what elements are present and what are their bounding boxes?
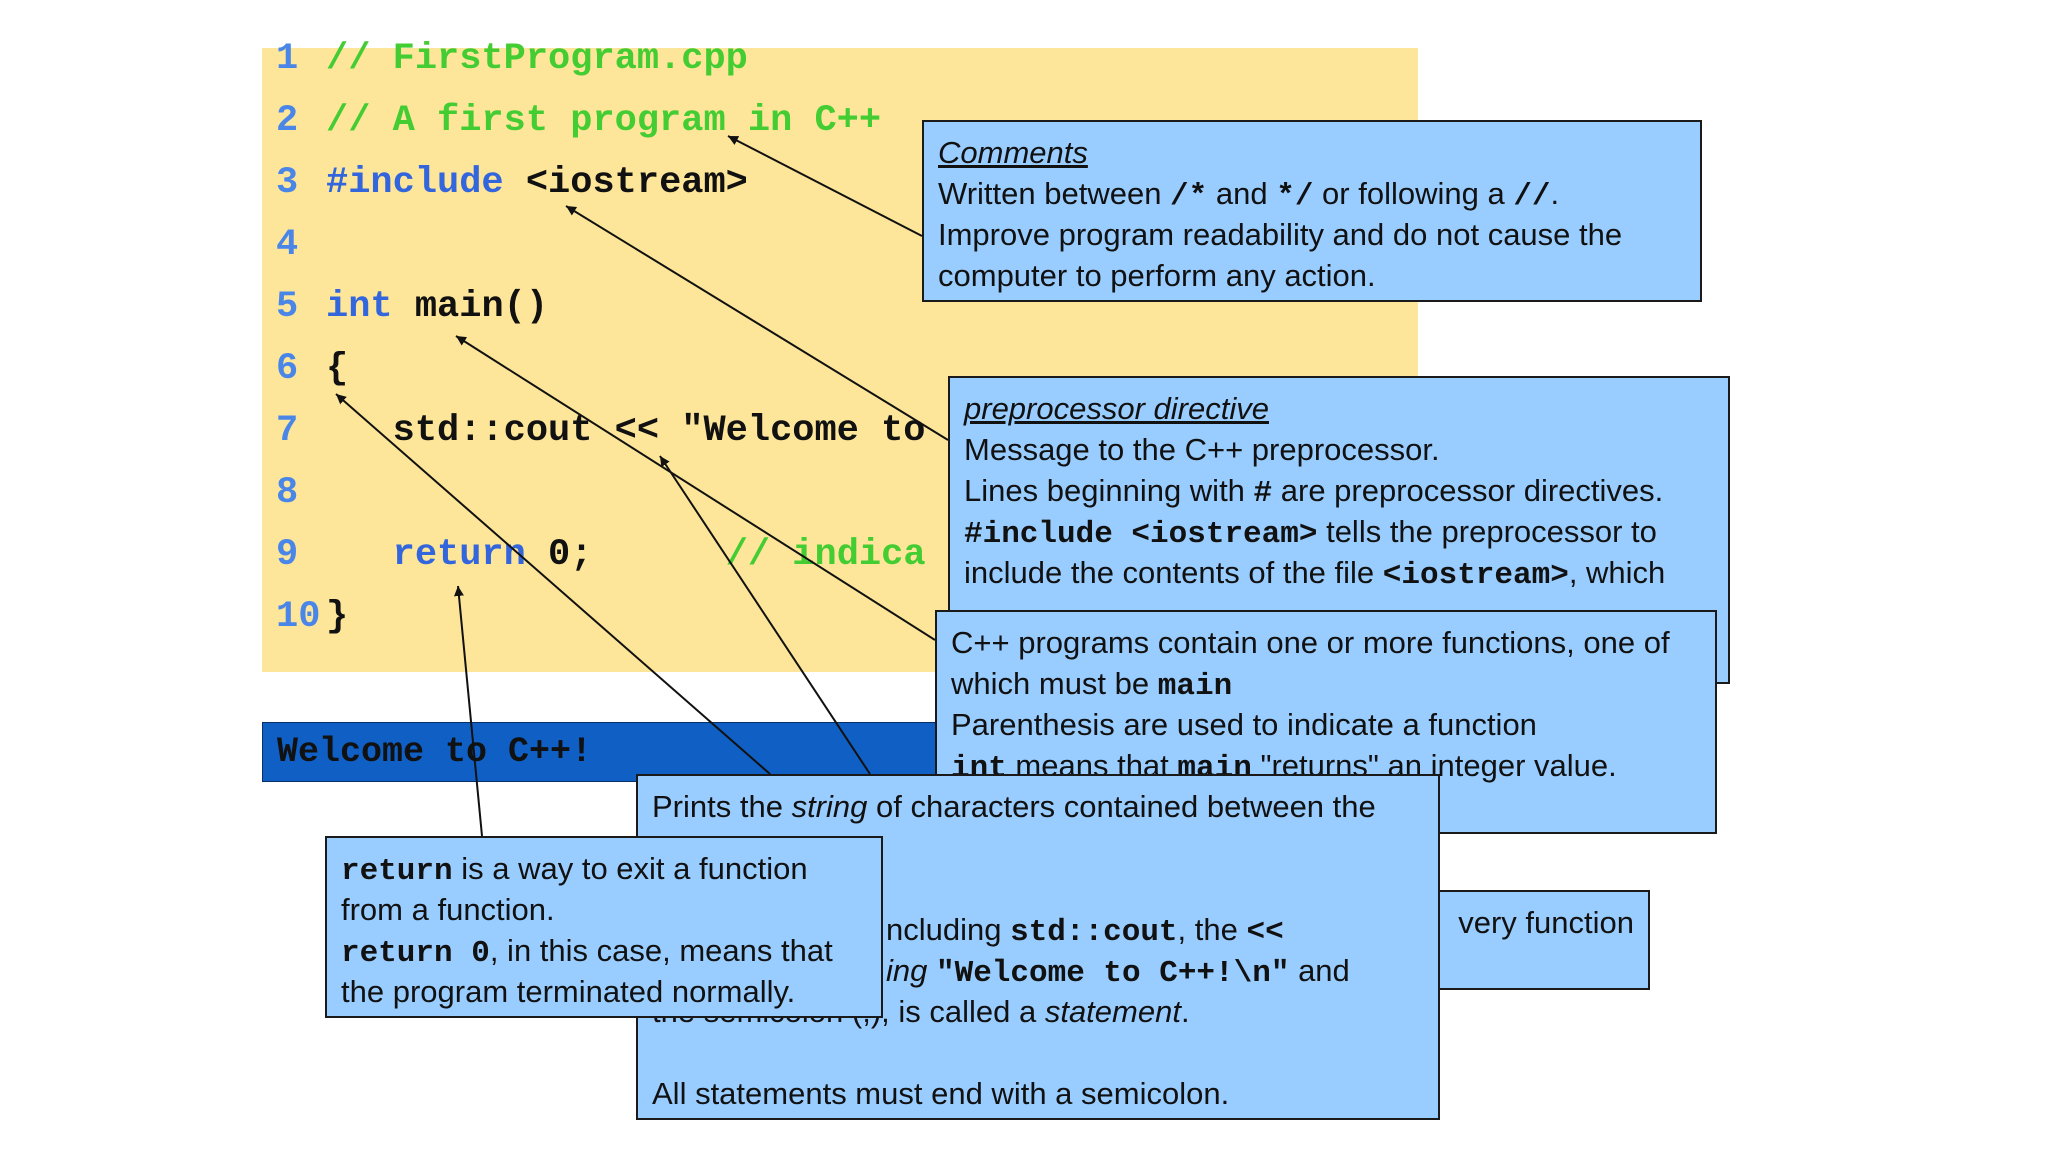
code-line: 10} <box>276 592 348 642</box>
callout-text: ing "Welcome to C++!\n" and <box>886 953 1350 991</box>
line-number: 1 <box>276 38 299 80</box>
code-token: } <box>326 596 349 638</box>
code-line: 4 <box>276 220 326 270</box>
code-token: int <box>326 286 415 328</box>
callout-title: preprocessor directive <box>964 391 1269 426</box>
line-number: 9 <box>276 534 299 576</box>
callout-text: which must be main <box>951 666 1233 704</box>
line-number: 7 <box>276 410 299 452</box>
callout-text: ncluding std::cout, the << <box>886 912 1284 950</box>
code-line: 6{ <box>276 344 348 394</box>
callout-text: computer to perform any action. <box>938 258 1376 293</box>
callout-text: Lines beginning with # are preprocessor … <box>964 473 1664 511</box>
line-number: 5 <box>276 286 299 328</box>
line-number: 6 <box>276 348 299 390</box>
code-token: std::cout << "Welcome to <box>326 410 926 452</box>
code-token: 0; <box>525 534 593 576</box>
code-line: 3 #include <iostream> <box>276 158 748 208</box>
output-text: Welcome to C++! <box>277 732 593 772</box>
code-line: 2 // A first program in C++ <box>276 96 881 146</box>
callout-text: return is a way to exit a function <box>341 851 808 889</box>
callout-text: the program terminated normally. <box>341 974 796 1009</box>
return-callout: return is a way to exit a function from … <box>325 836 883 1018</box>
code-token: <iostream> <box>525 162 748 204</box>
comments-callout: Comments Written between /* and */ or fo… <box>922 120 1702 302</box>
line-number: 3 <box>276 162 299 204</box>
callout-text <box>652 1032 1424 1073</box>
code-token: main() <box>414 286 549 328</box>
callout-text: include the contents of the file <iostre… <box>964 555 1666 593</box>
callout-text: Prints the string of characters containe… <box>652 789 1376 824</box>
code-token: #include <box>326 162 526 204</box>
callout-text: All statements must end with a semicolon… <box>652 1076 1230 1111</box>
callout-text: from a function. <box>341 892 555 927</box>
code-token: { <box>326 348 349 390</box>
line-number: 10 <box>276 596 321 638</box>
callout-text: Parenthesis are used to indicate a funct… <box>951 707 1537 742</box>
callout-text: Written between /* and */ or following a… <box>938 176 1560 214</box>
callout-text: #include <iostream> tells the preprocess… <box>964 514 1657 552</box>
callout-text: C++ programs contain one or more functio… <box>951 625 1670 660</box>
code-line: 8 <box>276 468 326 518</box>
code-token: // FirstProgram.cpp <box>326 38 748 80</box>
code-token: return <box>326 534 526 576</box>
code-token: // A first program in C++ <box>326 100 882 142</box>
line-number: 4 <box>276 224 299 266</box>
code-token: // indica <box>592 534 926 576</box>
callout-text: Message to the C++ preprocessor. <box>964 432 1440 467</box>
output-console: Welcome to C++! <box>262 722 1002 782</box>
callout-title: Comments <box>938 135 1088 170</box>
code-line: 9 return 0; // indica <box>276 530 926 580</box>
line-number: 8 <box>276 472 299 514</box>
line-number: 2 <box>276 100 299 142</box>
callout-text: Improve program readability and do not c… <box>938 217 1623 252</box>
code-line: 5 int main() <box>276 282 548 332</box>
code-line: 1 // FirstProgram.cpp <box>276 34 748 84</box>
code-line: 7 std::cout << "Welcome to <box>276 406 926 456</box>
callout-text: very function <box>1458 905 1634 940</box>
callout-text: return 0, in this case, means that <box>341 933 833 971</box>
